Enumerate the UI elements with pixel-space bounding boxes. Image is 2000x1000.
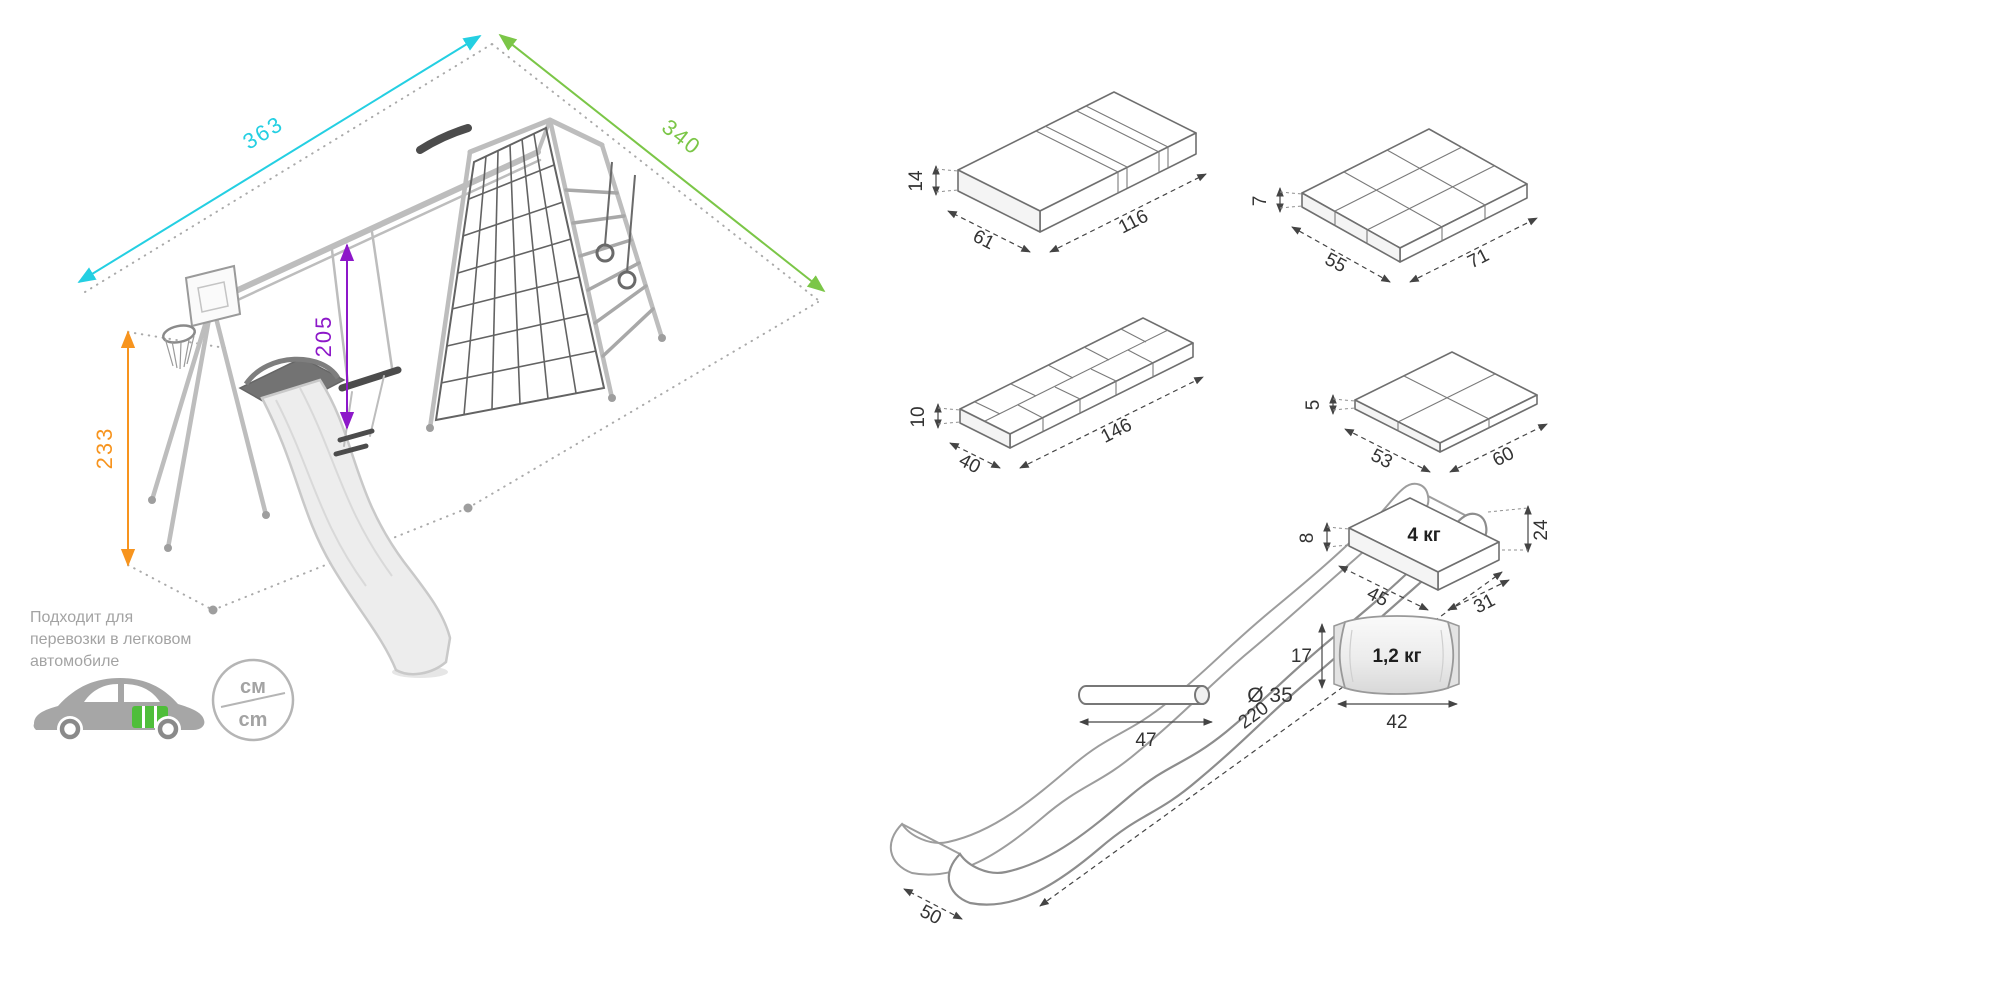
package-tube: Ø 35 47 [1078,684,1293,751]
tube-end-cap [1194,685,1210,705]
slide-assembly [238,356,452,678]
tube-body [1078,685,1210,705]
box-bricks-length: 146 [1098,415,1136,448]
box-long-height: 14 [906,170,927,192]
playground-structure [148,117,666,552]
box-small-weight: 4 кг [1407,525,1440,546]
package-box-long: 14 61 116 [906,91,1207,254]
bag-weight: 1,2 кг [1372,646,1421,667]
bag-height: 17 [1291,646,1312,667]
climbing-net [434,126,606,422]
playground-diagram: 363 340 233 205 [77,33,826,678]
package-box-grid: 7 55 71 [1250,128,1538,283]
dim-depth-arrow [498,33,826,293]
box-flat-length: 60 [1489,443,1517,471]
tube-length: 47 [1135,730,1156,751]
slide-chute [260,378,452,676]
bag-body [1338,615,1455,695]
package-box-flat: 5 53 60 [1303,351,1548,473]
package-box-bricks: 10 40 146 [908,317,1204,478]
slide-width: 50 [916,901,944,929]
box-grid-depth: 55 [1321,249,1349,277]
car-icon [33,678,205,742]
package-bag: 1,2 кг 17 42 [1291,615,1460,733]
box-flat-depth: 53 [1367,445,1395,473]
units-badge: см cm [211,658,295,742]
car-rear-window [124,684,160,702]
note-line-1: Подходит для [30,609,133,626]
box-long-length: 116 [1115,206,1152,238]
units-divider [220,692,286,708]
backboard [184,264,242,328]
box-bricks-depth: 40 [955,450,983,478]
box-bricks-height: 10 [908,406,929,427]
box-long-depth: 61 [969,226,997,254]
dim-swing-height-label: 205 [311,315,336,358]
swing [330,230,402,457]
slide-height: 24 [1531,519,1552,541]
basket-ring [162,324,196,344]
box-small-height: 8 [1297,533,1318,544]
safety-rail [243,356,341,386]
dim-depth-label: 340 [657,114,706,160]
box-small-length: 31 [1470,590,1498,618]
ground-dot [208,605,218,615]
unit-latin: cm [239,709,268,731]
box-grid-height: 7 [1250,196,1271,207]
car-front-window [84,684,118,702]
box-grid-length: 71 [1464,245,1492,273]
dim-height-label: 233 [92,427,117,470]
note-line-3: автомобиле [30,653,119,670]
ground-dot [463,503,473,513]
unit-cyrillic: см [240,676,266,698]
box-flat-height: 5 [1303,400,1324,411]
packages-diagram: 14 61 116 7 55 71 [889,91,1552,929]
bag-length: 42 [1386,712,1407,733]
tube-diameter: Ø 35 [1247,684,1293,707]
swing-seat [338,366,402,392]
note-line-2: перевозки в легковом [30,631,191,648]
basket-net [164,335,195,370]
frame-feet [148,334,666,552]
transport-note: Подходит для перевозки в легковом автомо… [30,609,191,670]
dim-width-label: 363 [238,111,287,155]
top-handles [416,124,472,154]
dim-width-arrow [77,35,482,283]
